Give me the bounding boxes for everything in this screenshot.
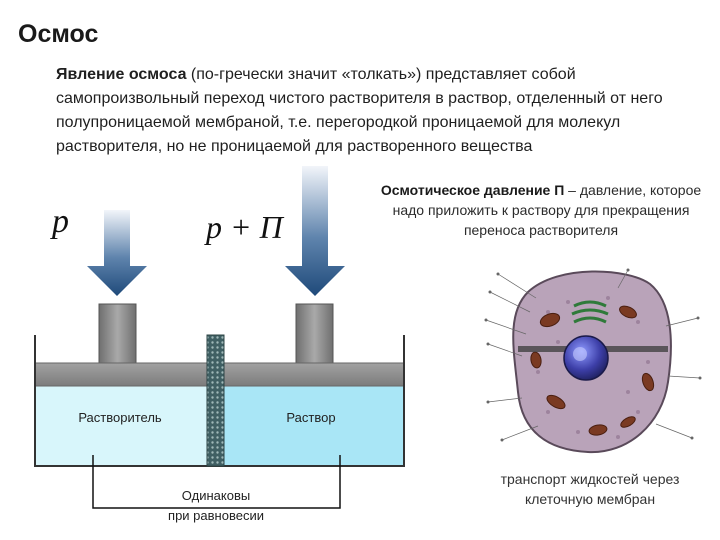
right-piston-plate <box>223 362 405 387</box>
right-pressure-label: p + Π <box>204 209 285 245</box>
semipermeable-membrane <box>206 334 225 467</box>
intro-paragraph: Явление осмоса (по-гречески значит «толк… <box>56 63 666 159</box>
solvent-chamber <box>35 386 207 465</box>
left-piston-rod <box>98 303 137 364</box>
cell-caption: транспорт жидкостей через клеточную мемб… <box>500 471 680 507</box>
osmosis-diagram: p p + Π Растворитель Раствор Одинаковы п… <box>34 166 405 523</box>
solvent-label: Растворитель <box>78 410 162 425</box>
nucleolus <box>573 347 587 361</box>
cell-illustration <box>484 268 702 454</box>
equal-line1: Одинаковы <box>182 488 250 503</box>
label-leader-lines <box>485 269 701 441</box>
left-pressure-arrow <box>87 210 147 296</box>
pressure-text: – давление, которое надо приложить к рас… <box>392 182 702 238</box>
osmotic-pressure-definition: Осмотическое давление П – давление, кото… <box>380 180 702 240</box>
intro-term: Явление осмоса <box>56 66 187 83</box>
right-piston-rod <box>295 303 334 364</box>
pressure-term: Осмотическое давление П <box>380 182 565 198</box>
equal-line2: при равновесии <box>168 508 264 523</box>
equilibrium-bracket <box>92 455 341 509</box>
label-markers <box>484 268 702 442</box>
intro-text: (по-гречески значит «толкать») представл… <box>56 66 663 155</box>
mitochondria <box>530 305 655 436</box>
left-pressure-label: p <box>50 203 69 240</box>
solution-chamber <box>224 386 404 465</box>
golgi-apparatus <box>571 300 609 324</box>
nucleus <box>563 335 609 381</box>
left-piston-plate <box>34 362 208 387</box>
right-pressure-arrow <box>285 166 345 296</box>
solution-label: Раствор <box>286 410 335 425</box>
slide-title: Осмос <box>18 20 99 48</box>
cytoplasm-texture <box>536 296 650 439</box>
